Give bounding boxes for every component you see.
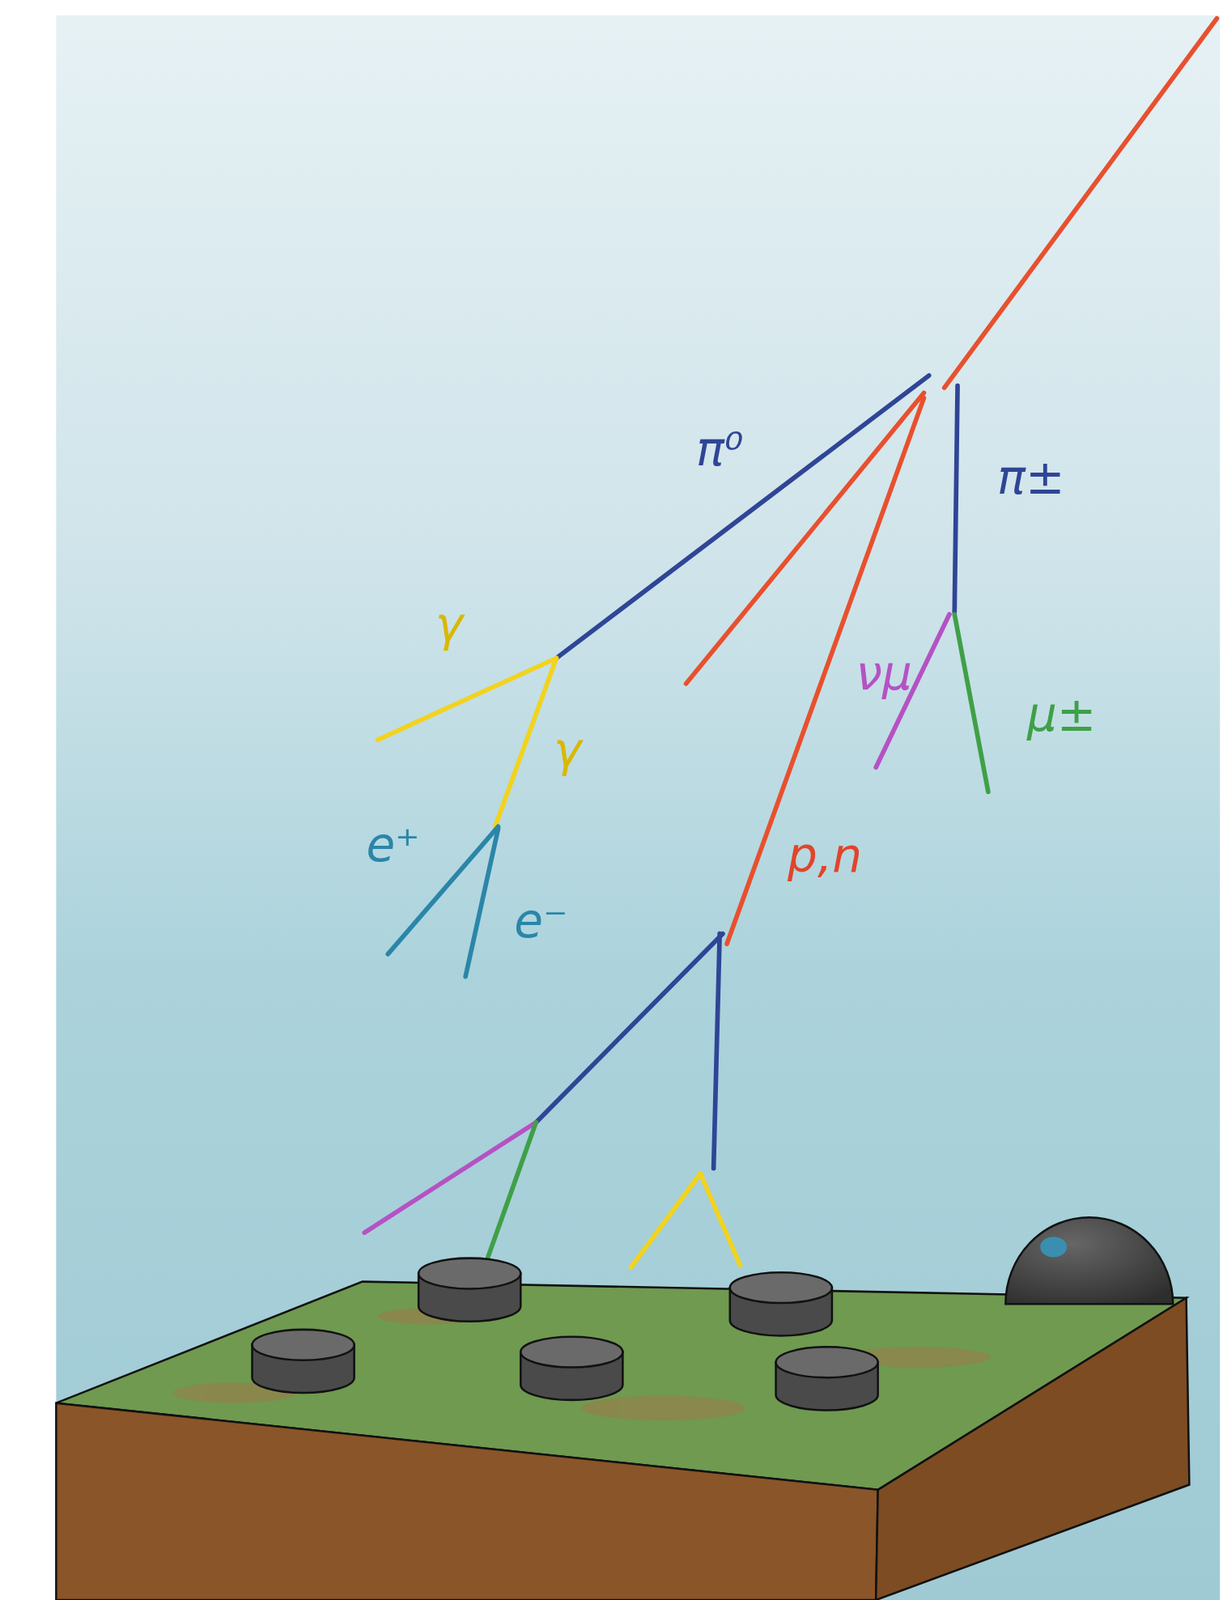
photon-track bbox=[700, 1173, 740, 1266]
particle-label: π⁰ bbox=[696, 425, 744, 473]
hadron-track bbox=[686, 392, 925, 684]
ground-side bbox=[875, 1298, 1190, 1600]
particle-label: e⁺ bbox=[365, 821, 420, 869]
pion-track bbox=[535, 934, 723, 1123]
muon-track bbox=[954, 614, 989, 792]
particle-label: νμ bbox=[856, 649, 913, 697]
muon-track bbox=[488, 1122, 536, 1257]
water-tank bbox=[520, 1337, 623, 1401]
sky bbox=[55, 15, 1220, 1600]
pion-track bbox=[954, 386, 958, 613]
ground-front bbox=[55, 1403, 878, 1600]
hadron-track bbox=[726, 398, 924, 945]
particle-label: γ bbox=[553, 726, 582, 774]
particle-label: μ± bbox=[1027, 691, 1097, 739]
soil-patches bbox=[173, 1307, 990, 1421]
particle-label: e⁻ bbox=[513, 897, 568, 945]
particle-tracks bbox=[364, 18, 1217, 1268]
particle-label: γ bbox=[435, 601, 463, 649]
water-tank bbox=[730, 1272, 833, 1336]
fluorescence-dome bbox=[1005, 1217, 1173, 1304]
water-tank bbox=[252, 1329, 355, 1393]
photon-track bbox=[630, 1173, 701, 1268]
particle-label: π± bbox=[997, 454, 1066, 502]
detector-tanks bbox=[252, 1258, 879, 1411]
pion-track bbox=[713, 934, 721, 1169]
electron-track bbox=[465, 828, 498, 977]
water-tank bbox=[776, 1346, 879, 1410]
particle-label: p,n bbox=[787, 832, 863, 880]
photon-track bbox=[495, 658, 557, 827]
ground-block bbox=[55, 1282, 1190, 1600]
water-tank bbox=[418, 1258, 521, 1322]
neutrino-track bbox=[364, 1122, 536, 1233]
primary-track bbox=[944, 18, 1218, 388]
